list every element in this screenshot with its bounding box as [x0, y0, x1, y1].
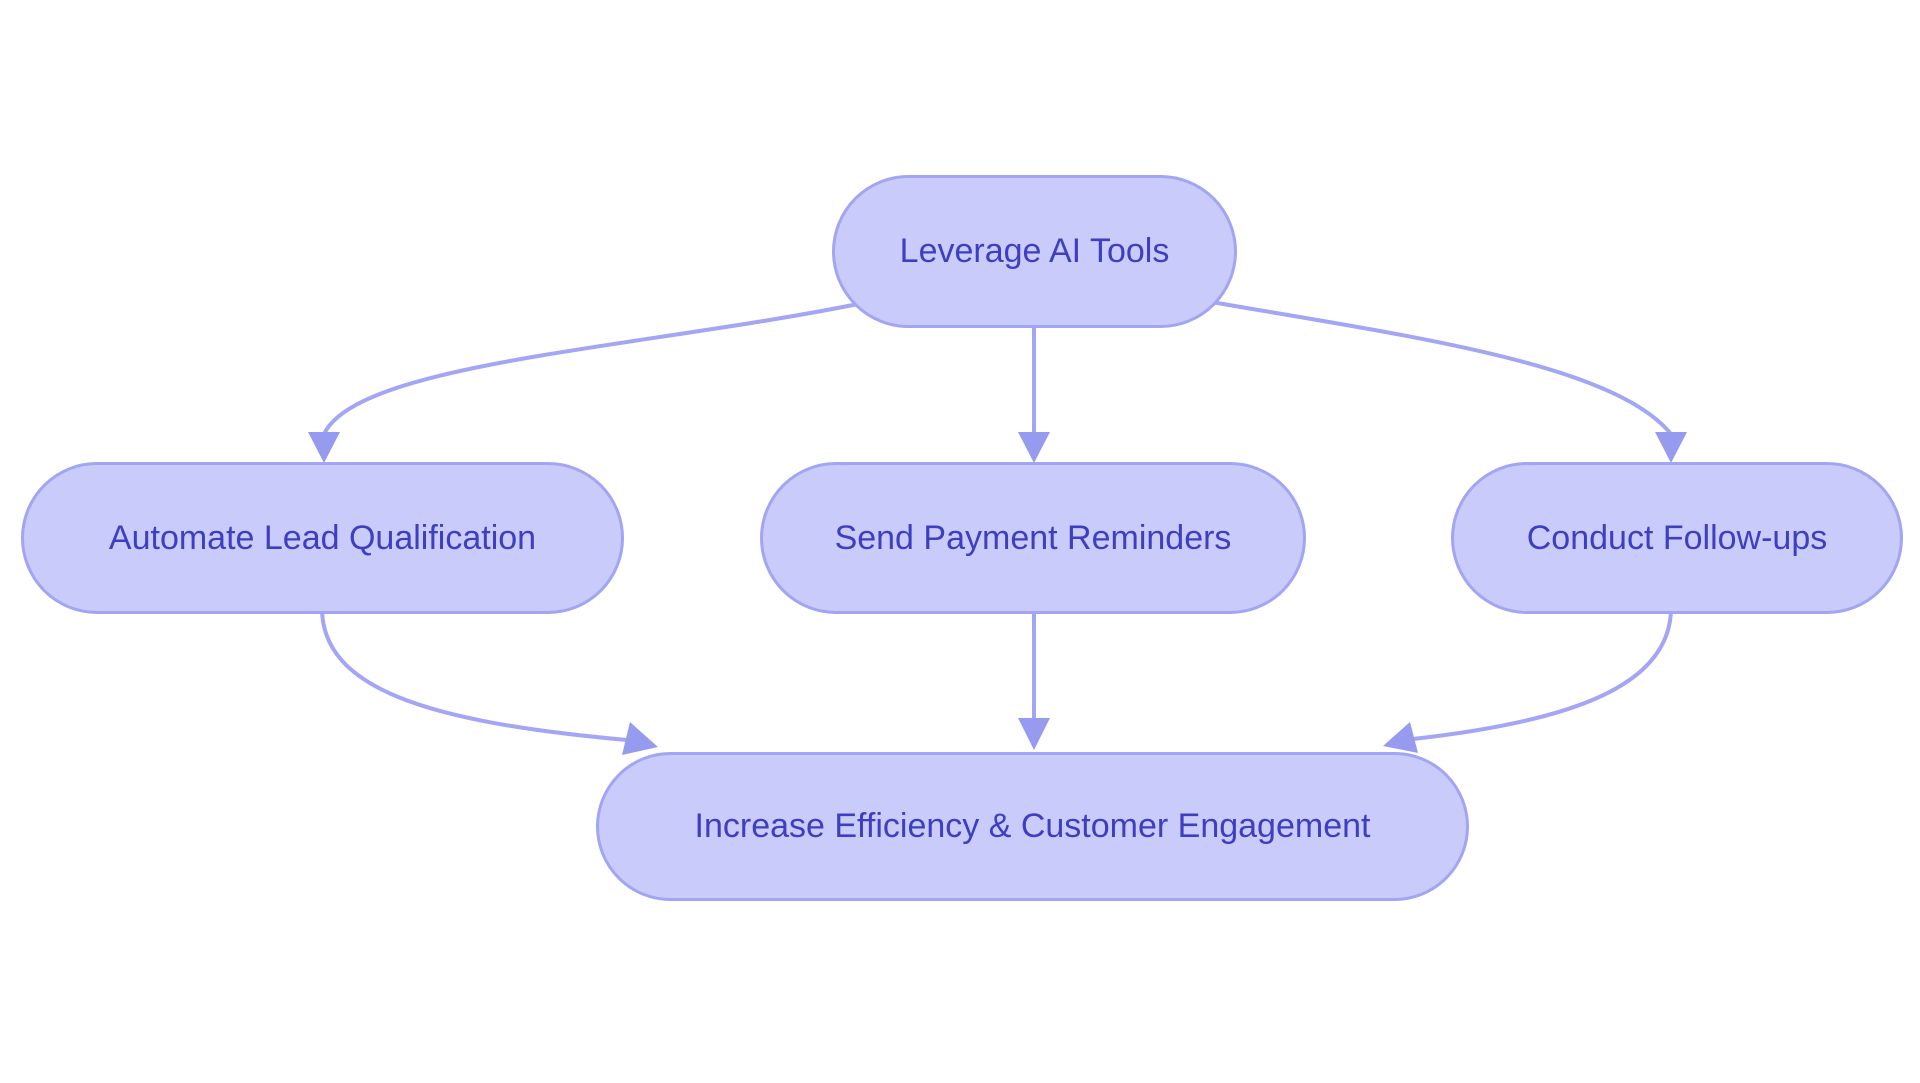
node-increase-efficiency-customer-engagement: Increase Efficiency & Customer Engagemen…: [596, 752, 1469, 901]
node-label: Automate Lead Qualification: [108, 518, 537, 557]
node-label: Send Payment Reminders: [834, 518, 1232, 557]
edge-leverage-to-send: [1018, 320, 1050, 463]
node-label: Conduct Follow-ups: [1526, 518, 1828, 557]
edge-send-to-increase: [1018, 608, 1050, 750]
node-automate-lead-qualification: Automate Lead Qualification: [21, 462, 624, 614]
node-leverage-ai-tools: Leverage AI Tools: [832, 175, 1237, 328]
node-conduct-follow-ups: Conduct Follow-ups: [1451, 462, 1903, 614]
arrowhead-left-icon: [1383, 722, 1418, 753]
arrowhead-down-icon: [308, 432, 340, 463]
arrowhead-down-icon: [1655, 432, 1687, 463]
edge-automate-to-increase: [320, 607, 658, 755]
node-label: Leverage AI Tools: [899, 232, 1170, 271]
arrowhead-down-icon: [1018, 718, 1050, 750]
edge-leverage-to-conduct: [1199, 298, 1687, 463]
node-send-payment-reminders: Send Payment Reminders: [760, 462, 1306, 614]
arrowhead-right-icon: [622, 722, 658, 755]
node-label: Increase Efficiency & Customer Engagemen…: [694, 807, 1371, 846]
edge-conduct-to-increase: [1383, 607, 1673, 753]
arrowhead-down-icon: [1018, 432, 1050, 463]
edge-leverage-to-automate: [308, 300, 869, 463]
